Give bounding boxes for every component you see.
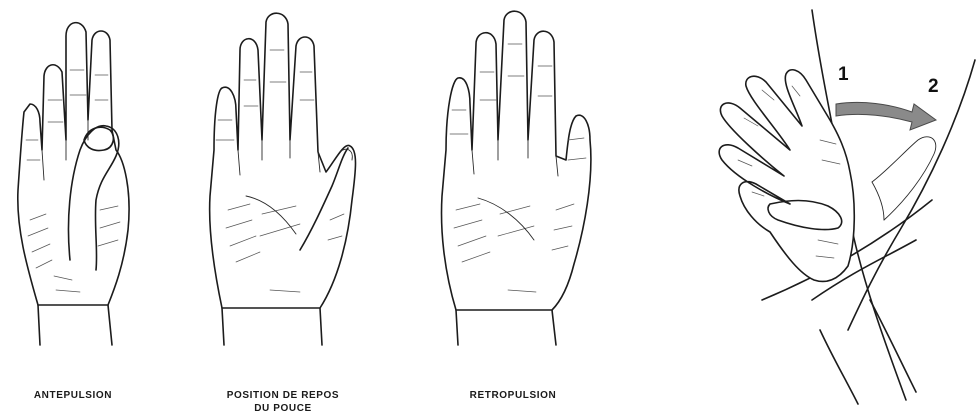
wrist-line-a xyxy=(820,330,858,404)
caption-line: ANTEPULSION xyxy=(18,389,128,402)
hand-retropulsion xyxy=(442,11,591,345)
caption-line: POSITION DE REPOS xyxy=(208,389,358,402)
hand-antepulsion xyxy=(18,23,129,345)
hand-rest-position xyxy=(210,13,356,345)
rotation-arrow xyxy=(836,102,936,130)
marker-1: 1 xyxy=(838,64,849,86)
marker-2: 2 xyxy=(928,76,939,98)
axis-line-2 xyxy=(848,60,975,330)
caption-line: DU POUCE xyxy=(208,402,358,415)
wrist-line-b xyxy=(870,300,916,392)
caption-antepulsion: ANTEPULSION xyxy=(18,389,128,402)
caption-retropulsion: RETROPULSION xyxy=(458,389,568,402)
caption-line: RETROPULSION xyxy=(458,389,568,402)
caption-rest-position: POSITION DE REPOS DU POUCE xyxy=(208,389,358,415)
